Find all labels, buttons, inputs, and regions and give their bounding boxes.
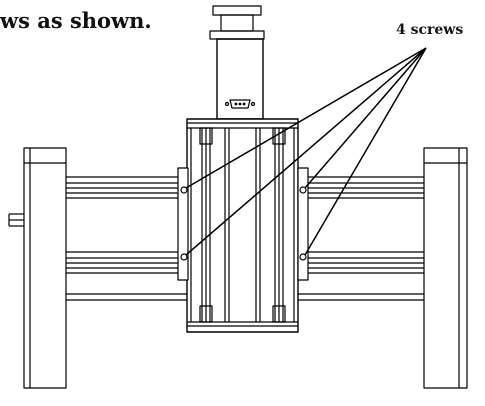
motor-assembly	[209, 5, 265, 120]
leader-line	[304, 47, 427, 256]
central-carriage	[186, 118, 299, 333]
right-frame-post	[423, 147, 468, 389]
screws-callout-label: 4 screws	[396, 22, 464, 38]
right-frame-outer	[423, 147, 468, 389]
motor-connector	[224, 99, 256, 109]
left-mounting-plate	[177, 167, 189, 281]
motor-cap-neck	[220, 14, 254, 32]
screw-icon	[180, 186, 188, 194]
carriage-outer	[186, 118, 299, 333]
screw-leader-lines	[185, 47, 427, 256]
screw-icon	[180, 253, 188, 261]
right-plate	[297, 167, 309, 281]
leader-line	[185, 47, 427, 256]
leader-line	[185, 47, 427, 189]
left-frame-post	[23, 147, 67, 389]
motor-body	[216, 38, 264, 120]
carriage-guide-rods	[199, 127, 286, 323]
motor-collar	[209, 30, 265, 40]
left-side-tab	[8, 213, 24, 227]
left-plate	[177, 167, 189, 281]
instruction-text: ws as shown.	[0, 8, 152, 33]
screw-icon	[299, 186, 307, 194]
leader-line	[304, 47, 427, 189]
right-mounting-plate	[297, 167, 309, 281]
motor-cap	[212, 5, 262, 16]
screw-icon	[299, 253, 307, 261]
